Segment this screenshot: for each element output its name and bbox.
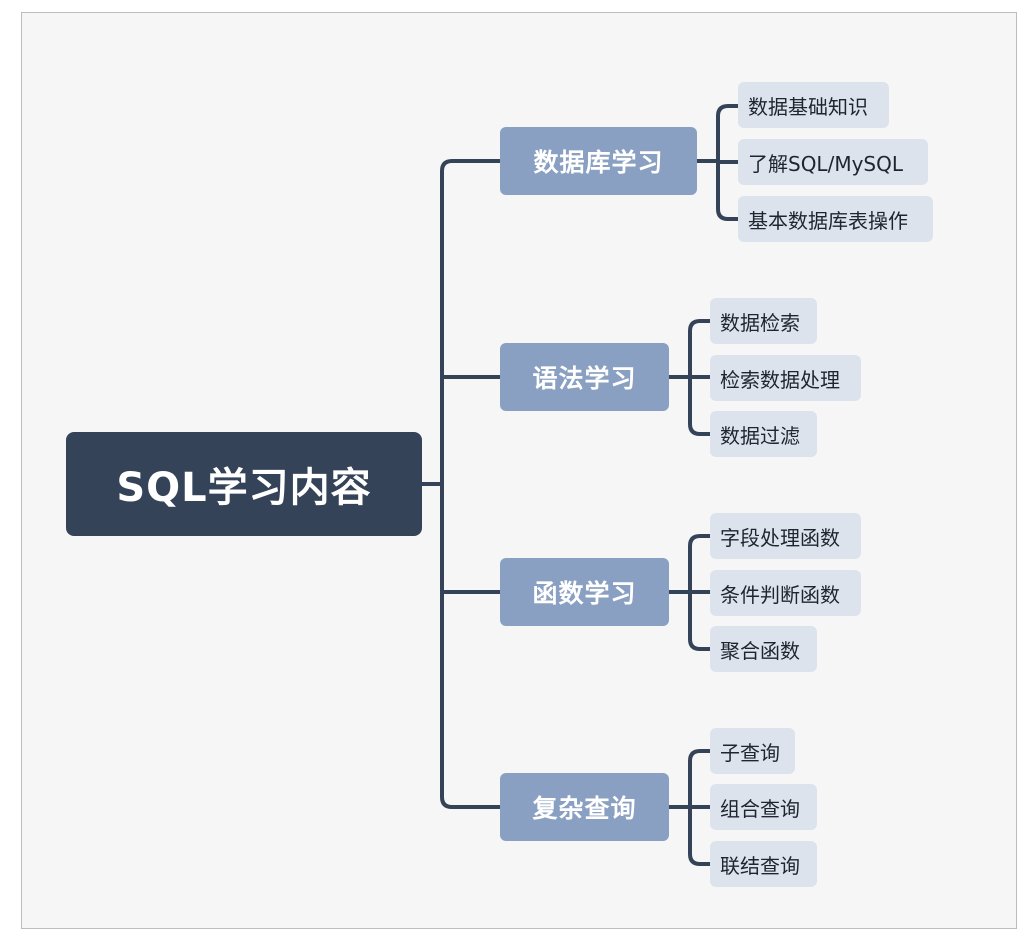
leaf-node-aggregate-functions[interactable]: 聚合函数 [710, 626, 817, 672]
branch-node-database[interactable]: 数据库学习 [500, 127, 697, 195]
leaf-node-subquery[interactable]: 子查询 [710, 728, 795, 774]
leaf-node-field-functions[interactable]: 字段处理函数 [710, 513, 861, 559]
leaf-node-data-filtering[interactable]: 数据过滤 [710, 411, 817, 457]
leaf-node-union-query[interactable]: 组合查询 [710, 784, 817, 830]
branch-node-functions[interactable]: 函数学习 [500, 558, 669, 626]
leaf-node-sql-mysql[interactable]: 了解SQL/MySQL [738, 139, 928, 185]
root-node[interactable]: SQL学习内容 [66, 432, 422, 536]
leaf-node-join-query[interactable]: 联结查询 [710, 841, 817, 887]
leaf-node-data-basics[interactable]: 数据基础知识 [738, 82, 889, 128]
branch-node-complex-queries[interactable]: 复杂查询 [500, 773, 669, 841]
leaf-node-retrieved-data-processing[interactable]: 检索数据处理 [710, 355, 861, 401]
leaf-node-condition-functions[interactable]: 条件判断函数 [710, 570, 861, 616]
trunk-connector [440, 159, 502, 809]
leaf-node-table-operations[interactable]: 基本数据库表操作 [738, 196, 933, 242]
leaf-node-data-retrieval[interactable]: 数据检索 [710, 298, 817, 344]
branch-node-syntax[interactable]: 语法学习 [500, 343, 669, 411]
